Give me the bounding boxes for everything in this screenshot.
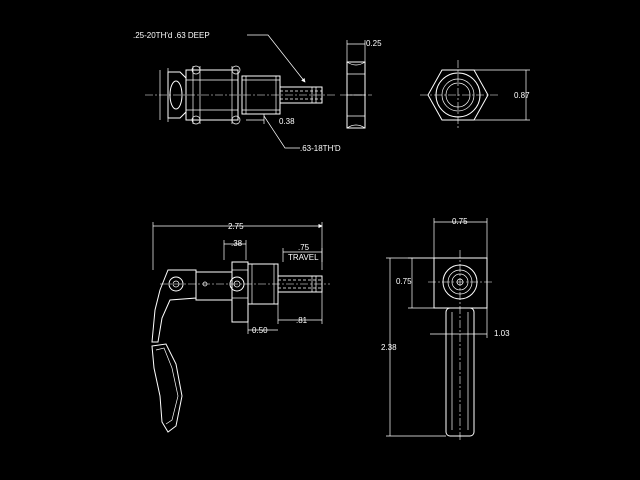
- dim-overall-length: 2.75: [228, 222, 244, 231]
- dim-end-width: 0.75: [452, 217, 468, 226]
- thread-depth-callout: .25-20TH'd .63 DEEP: [133, 31, 210, 40]
- dim-end-total-height: 2.38: [381, 343, 397, 352]
- dim-travel-label: TRAVEL: [288, 253, 319, 262]
- thread-callout: .63-18TH'D: [300, 144, 341, 153]
- dim-plunger: .81: [296, 316, 308, 325]
- dim-end-offset: 1.03: [494, 329, 510, 338]
- dim-hex-depth: 0.25: [366, 39, 382, 48]
- end-view: 0.75 0.75 1.03 2.38: [381, 217, 510, 440]
- dim-hex-height: 0.87: [514, 91, 530, 100]
- top-plan-view: .25-20TH'd .63 DEEP .63-18TH'D 0.38 0.25…: [133, 31, 530, 153]
- dim-body: 0.50: [252, 326, 268, 335]
- dim-end-block-height: 0.75: [396, 277, 412, 286]
- dim-pivot: .38: [231, 239, 243, 248]
- dim-travel-value: .75: [298, 243, 310, 252]
- side-elevation-view: 2.75 .38 .75 TRAVEL: [151, 222, 330, 433]
- dim-shank: 0.38: [279, 117, 295, 126]
